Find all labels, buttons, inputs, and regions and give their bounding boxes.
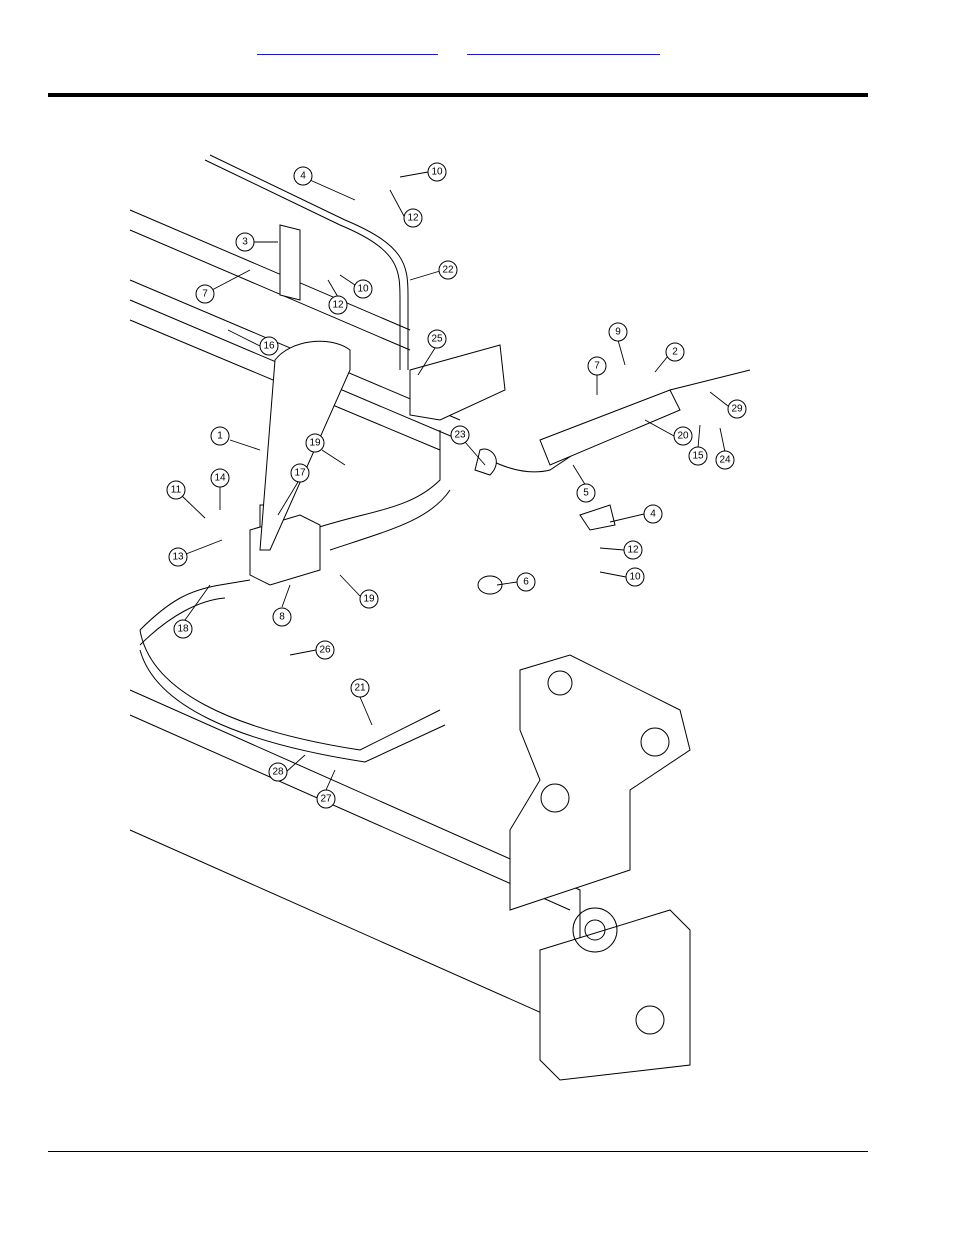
svg-text:21: 21 xyxy=(354,683,366,694)
svg-text:7: 7 xyxy=(202,289,208,300)
svg-text:18: 18 xyxy=(177,624,189,635)
svg-text:4: 4 xyxy=(300,171,306,182)
hitch-bracket xyxy=(509,654,691,911)
svg-text:5: 5 xyxy=(583,488,589,499)
callout-9: 9 xyxy=(608,322,628,366)
callout-12b: 12 xyxy=(327,279,348,315)
svg-text:25: 25 xyxy=(431,334,443,345)
callout-28: 28 xyxy=(268,754,306,782)
callout-19a: 19 xyxy=(305,433,346,466)
svg-text:3: 3 xyxy=(242,237,248,248)
svg-text:13: 13 xyxy=(172,552,184,563)
header-links xyxy=(0,40,954,60)
svg-text:11: 11 xyxy=(171,485,182,496)
svg-text:7: 7 xyxy=(594,361,600,372)
svg-text:12: 12 xyxy=(627,545,639,556)
svg-text:19: 19 xyxy=(363,594,375,605)
callout-12a: 12 xyxy=(389,189,423,228)
top-rule xyxy=(48,93,868,97)
callout-8: 8 xyxy=(272,584,292,627)
callout-4a: 4 xyxy=(293,166,356,201)
svg-text:23: 23 xyxy=(454,430,466,441)
callout-15: 15 xyxy=(688,424,708,466)
callout-7b: 7 xyxy=(587,356,607,395)
callout-11: 11 xyxy=(166,480,206,519)
svg-text:20: 20 xyxy=(677,431,689,442)
svg-text:24: 24 xyxy=(719,455,731,466)
header-link-2[interactable] xyxy=(467,40,660,55)
callout-21: 21 xyxy=(350,678,373,726)
callout-10c: 10 xyxy=(599,567,645,587)
callout-27: 27 xyxy=(316,769,336,809)
svg-text:29: 29 xyxy=(731,404,743,415)
svg-text:8: 8 xyxy=(279,612,285,623)
callout-16: 16 xyxy=(227,329,279,356)
svg-text:15: 15 xyxy=(692,451,704,462)
callout-6: 6 xyxy=(496,572,536,592)
callout-22: 22 xyxy=(409,260,458,281)
svg-text:28: 28 xyxy=(272,767,284,778)
svg-text:2: 2 xyxy=(672,347,678,358)
parts-diagram: 1 2 3 4 4 5 6 7 7 8 9 10 10 10 11 12 12 … xyxy=(129,154,751,1081)
callout-7a: 7 xyxy=(195,269,251,304)
callout-25: 25 xyxy=(417,329,447,376)
header-link-1[interactable] xyxy=(257,40,438,55)
svg-text:10: 10 xyxy=(629,572,641,583)
hydraulic-hoses xyxy=(139,154,751,763)
callout-4b: 4 xyxy=(609,504,663,524)
svg-text:9: 9 xyxy=(615,327,621,338)
callout-18: 18 xyxy=(173,584,211,639)
svg-text:14: 14 xyxy=(214,473,226,484)
callout-26: 26 xyxy=(289,640,335,660)
svg-text:27: 27 xyxy=(320,794,332,805)
callout-23: 23 xyxy=(450,425,486,466)
svg-text:12: 12 xyxy=(407,213,419,224)
callout-3: 3 xyxy=(235,232,278,252)
callout-24: 24 xyxy=(715,427,735,470)
callout-10a: 10 xyxy=(399,162,447,182)
svg-text:1: 1 xyxy=(217,431,223,442)
callout-12c: 12 xyxy=(599,540,643,560)
valve-assembly xyxy=(249,224,681,595)
callout-10b: 10 xyxy=(339,274,373,299)
callout-20: 20 xyxy=(644,419,693,446)
svg-text:17: 17 xyxy=(294,468,306,479)
callout-29: 29 xyxy=(709,391,747,419)
svg-text:19: 19 xyxy=(309,438,321,449)
svg-text:12: 12 xyxy=(332,300,344,311)
callout-17: 17 xyxy=(277,463,310,516)
callout-5: 5 xyxy=(572,464,596,503)
callout-1: 1 xyxy=(210,426,261,451)
callout-13: 13 xyxy=(168,539,223,567)
svg-text:6: 6 xyxy=(523,577,529,588)
callout-14: 14 xyxy=(210,468,230,510)
svg-text:10: 10 xyxy=(431,167,443,178)
bottom-rule xyxy=(48,1151,868,1152)
callout-2: 2 xyxy=(654,342,685,373)
svg-text:26: 26 xyxy=(319,645,331,656)
svg-text:4: 4 xyxy=(650,509,656,520)
svg-text:16: 16 xyxy=(263,341,275,352)
callout-19b: 19 xyxy=(339,574,379,609)
svg-text:22: 22 xyxy=(442,265,454,276)
svg-text:10: 10 xyxy=(357,284,369,295)
main-frame-tube xyxy=(129,689,691,1081)
